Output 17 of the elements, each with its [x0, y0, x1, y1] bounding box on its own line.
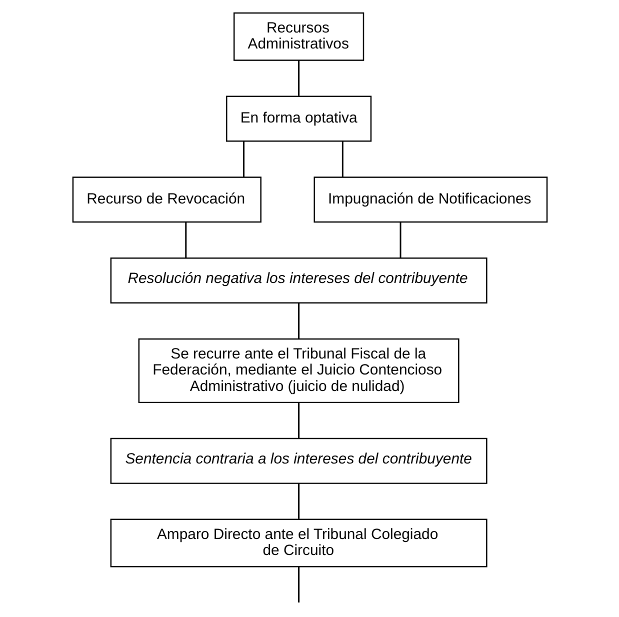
node-box: Recurso de Revocación	[72, 176, 261, 223]
connector	[298, 402, 300, 438]
node-box: Recursos Administrativos	[232, 12, 364, 61]
node-box: Impugnación de Notificaciones	[313, 176, 548, 223]
connector	[242, 141, 244, 178]
connector	[298, 303, 300, 339]
node-box: Resolución negativa los intereses del contribuyente	[110, 257, 487, 304]
connector	[298, 60, 300, 96]
node-box: Se recurre ante el Tribunal Fiscal de la Federación, mediante el Juicio Contencioso Administrativo (juicio de nulidad)	[138, 338, 459, 404]
node-box: Amparo Directo ante el Tribunal Colegiado de Circuito	[110, 518, 487, 568]
connector	[298, 566, 300, 602]
connector	[298, 483, 300, 519]
connector	[341, 141, 343, 178]
node-box: Sentencia contraria a los intereses del contribuyente	[110, 438, 487, 484]
node-box: En forma optativa	[226, 96, 372, 142]
connector	[399, 222, 401, 258]
connector	[184, 222, 186, 258]
